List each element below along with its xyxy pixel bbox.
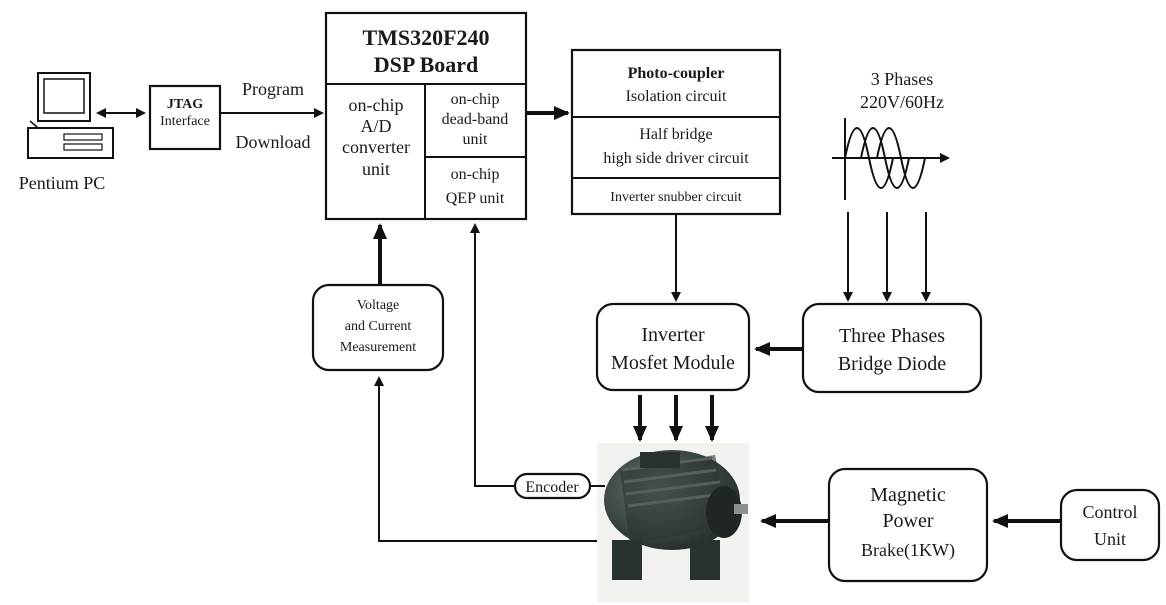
inverter-box [595,302,751,392]
jtag-line2: Interface [160,114,210,129]
halfbridge-line2: high side driver circuit [603,150,749,167]
diode-line2: Bridge Diode [838,353,946,375]
adc-line3: converter [342,137,410,157]
halfbridge-line1: Half bridge [639,126,712,143]
supply-line1: 3 Phases [871,69,934,89]
induction-motor-icon [597,443,749,603]
brake-line2: Power [882,510,933,532]
supply-line2: 220V/60Hz [860,92,944,112]
diode-line1: Three Phases [839,325,945,347]
control-line1: Control [1082,502,1137,522]
encoder-label: Encoder [525,479,579,496]
encoder-dsp-link [470,223,515,487]
adc-line2: A/D [361,116,392,136]
inverter-line1: Inverter [641,324,705,346]
brake-line1: Magnetic [870,484,946,506]
dsp-title-line1: TMS320F240 [362,25,489,50]
pc-label: Pentium PC [19,173,106,193]
deadband-line3: unit [463,131,488,148]
brake-line3: Brake(1KW) [861,540,955,561]
pc-icon [27,72,114,159]
deadband-line1: on-chip [451,91,500,108]
jtag-box [148,84,222,151]
encoder-box [513,472,592,500]
photo-line1: Photo-coupler [628,65,725,82]
measure-line3: Measurement [340,340,416,355]
driver-box [570,48,782,216]
dsp-title-line2: DSP Board [374,52,479,77]
control-unit-box [1059,488,1161,562]
bridge-diode-box [801,302,983,394]
measure-line2: and Current [345,319,412,334]
snubber-label: Inverter snubber circuit [610,190,741,205]
qep-line2: QEP unit [446,190,505,207]
control-line2: Unit [1094,529,1126,549]
inverter-line2: Mosfet Module [611,352,735,374]
deadband-line2: dead-band [442,111,509,128]
jtag-line1: JTAG [167,97,203,112]
adc-line1: on-chip [349,95,404,115]
download-label: Download [236,132,311,152]
adc-line4: unit [362,159,390,179]
sine-wave-icon [832,118,950,200]
program-label: Program [242,79,304,99]
photo-line2: Isolation circuit [626,88,727,105]
measure-line1: Voltage [357,298,400,313]
motor-measure-link [374,376,597,542]
qep-line1: on-chip [451,166,500,183]
brake-box [827,467,989,583]
